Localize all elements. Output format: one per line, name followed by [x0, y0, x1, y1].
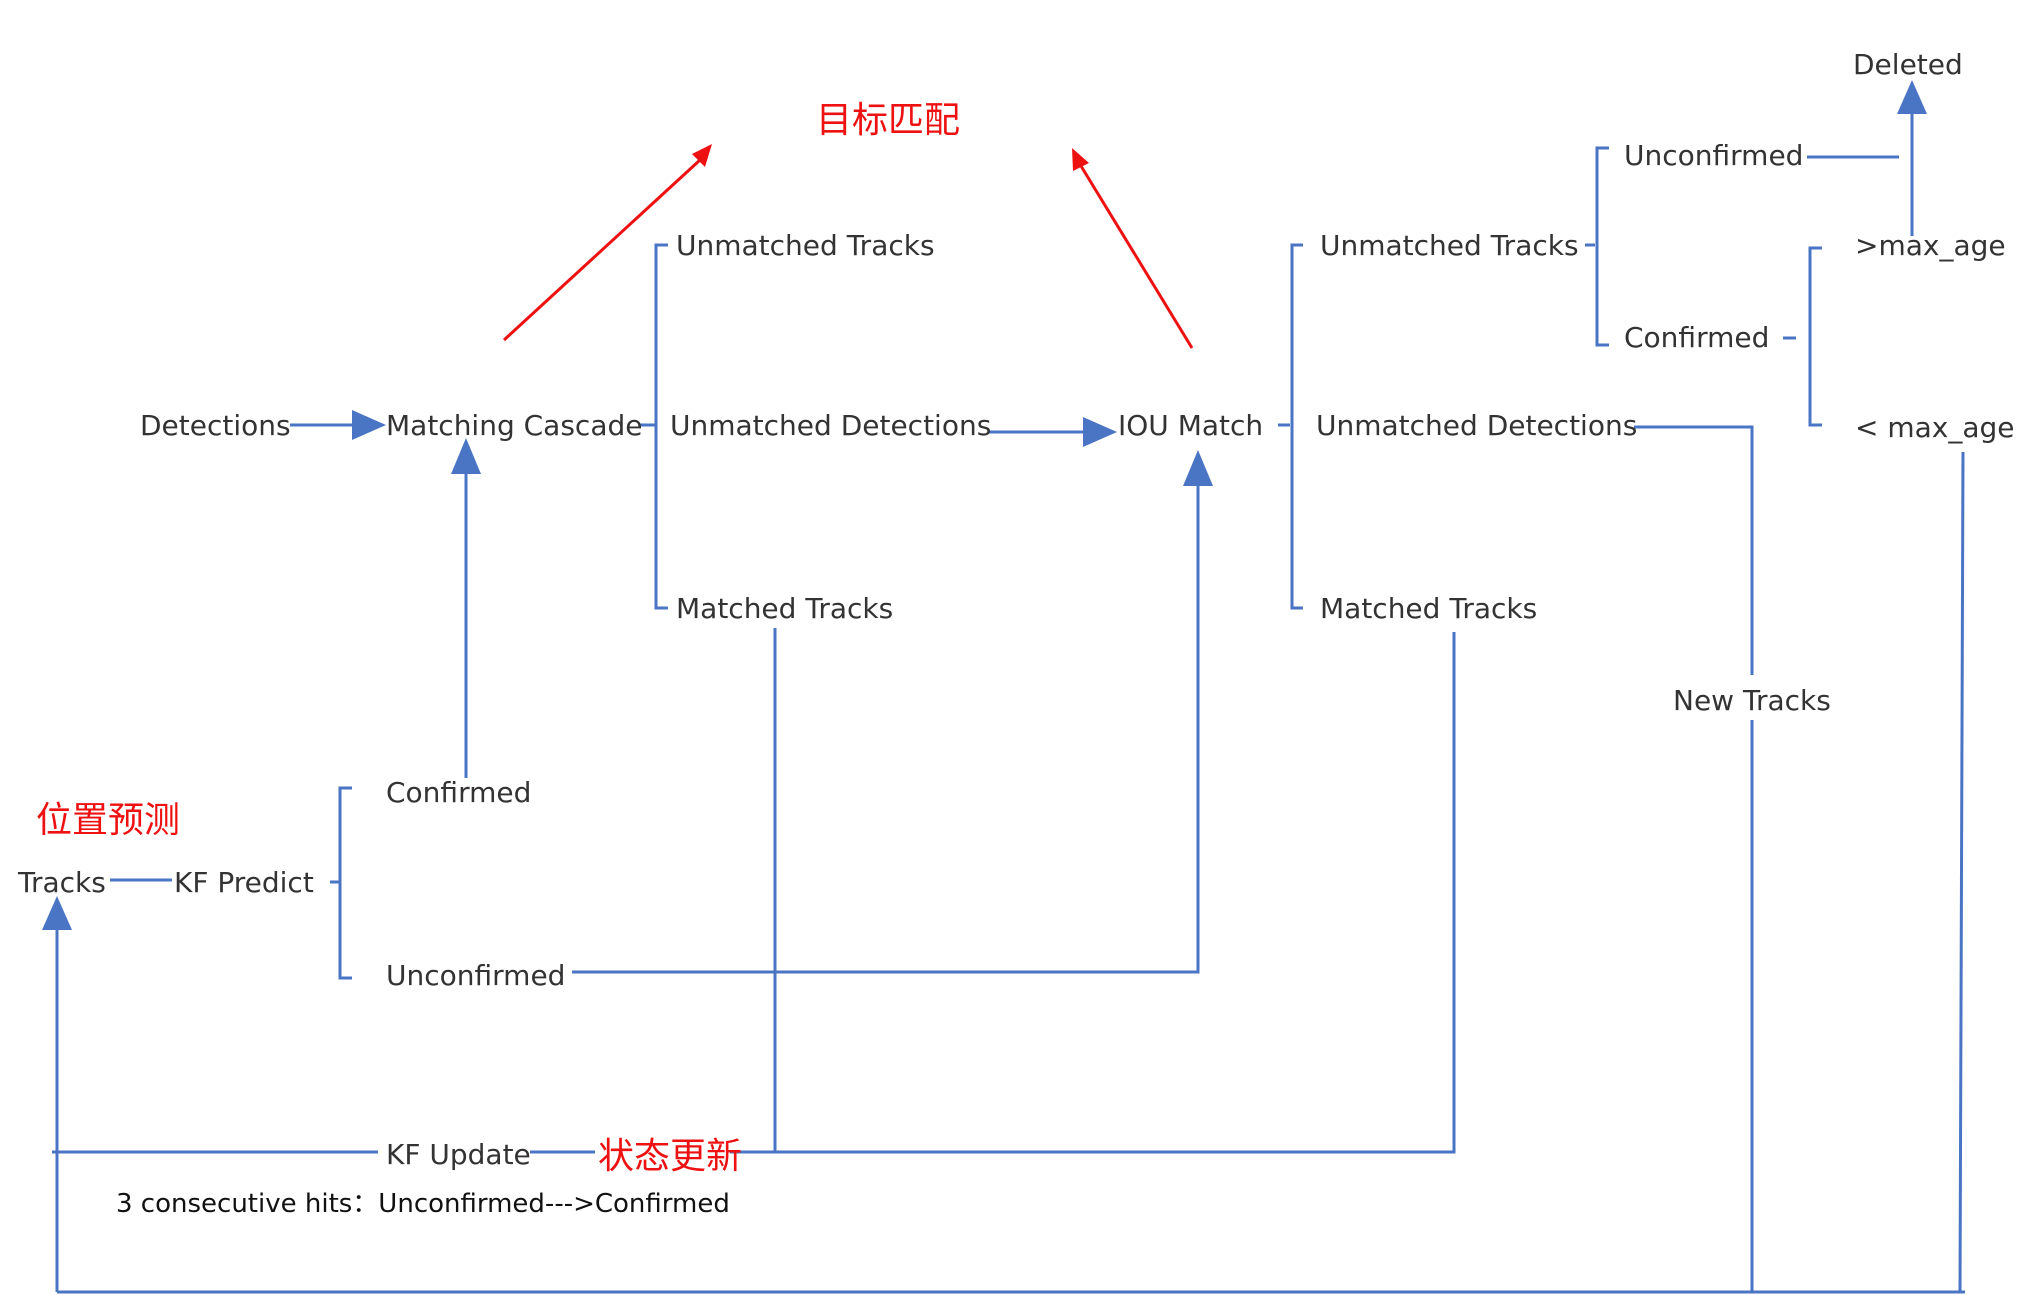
label-unmatched-detections-1: Unmatched Detections	[670, 409, 991, 442]
label-unmatched-detections-2: Unmatched Detections	[1316, 409, 1637, 442]
label-kf-predict: KF Predict	[174, 866, 314, 899]
label-unmatched-tracks-2: Unmatched Tracks	[1320, 229, 1579, 262]
label-new-tracks: New Tracks	[1673, 684, 1831, 717]
label-matching-cascade: Matching Cascade	[386, 409, 642, 442]
connectors	[42, 80, 1965, 1294]
edge-matched-tracks-2-to-update	[730, 632, 1456, 1154]
arrowhead-up-icon	[42, 896, 72, 930]
bracket-track-state	[1595, 146, 1609, 347]
edge-unconfirmed-to-iou	[572, 484, 1200, 974]
arrowhead-up-icon	[1183, 450, 1213, 486]
annotation-state-update: 状态更新	[598, 1136, 742, 1177]
label-matched-tracks-2: Matched Tracks	[1320, 592, 1537, 625]
label-unconfirmed-top: Unconfirmed	[1624, 139, 1803, 172]
red-arrowhead-icon	[1072, 148, 1089, 171]
label-tracks: Tracks	[17, 866, 106, 899]
label-kf-update: KF Update	[386, 1138, 531, 1171]
label-matched-tracks-1: Matched Tracks	[676, 592, 893, 625]
arrowhead-up-icon	[451, 438, 481, 474]
red-arrow-left-shaft	[502, 158, 702, 342]
annotation-arrows	[502, 144, 1194, 349]
label-consecutive-hits-note: 3 consecutive hits：Unconfirmed--->Confir…	[116, 1189, 730, 1219]
label-unconfirmed-bottom: Unconfirmed	[386, 959, 565, 992]
red-arrowhead-icon	[692, 144, 712, 167]
node-labels: Detections Matching Cascade Unmatched Tr…	[17, 48, 2015, 1219]
label-iou-match: IOU Match	[1118, 409, 1263, 442]
annotation-target-matching: 目标匹配	[816, 100, 960, 141]
edge-unmatched-det-to-new-tracks	[1634, 425, 1754, 675]
arrowhead-up-icon	[1897, 80, 1927, 114]
label-confirmed-bottom: Confirmed	[386, 776, 531, 809]
label-detections: Detections	[140, 409, 291, 442]
label-confirmed-top: Confirmed	[1624, 321, 1769, 354]
arrowhead-right-icon	[1083, 417, 1117, 447]
label-lt-max-age: < max_age	[1855, 411, 2015, 444]
annotation-position-prediction: 位置预测	[36, 800, 180, 841]
red-arrow-right-shaft	[1079, 165, 1194, 349]
arrowhead-right-icon	[352, 410, 386, 440]
label-unmatched-tracks-1: Unmatched Tracks	[676, 229, 935, 262]
annotation-labels: 目标匹配 位置预测 状态更新	[36, 100, 960, 1177]
bracket-predict-outputs	[338, 786, 352, 980]
bracket-age-check	[1808, 246, 1822, 427]
label-deleted: Deleted	[1853, 48, 1963, 81]
bracket-iou-outputs	[1290, 243, 1303, 610]
label-gt-max-age: >max_age	[1855, 229, 2006, 262]
bracket-cascade-outputs	[654, 243, 668, 610]
edge-lt-max-age-to-loop	[1958, 451, 1965, 1293]
